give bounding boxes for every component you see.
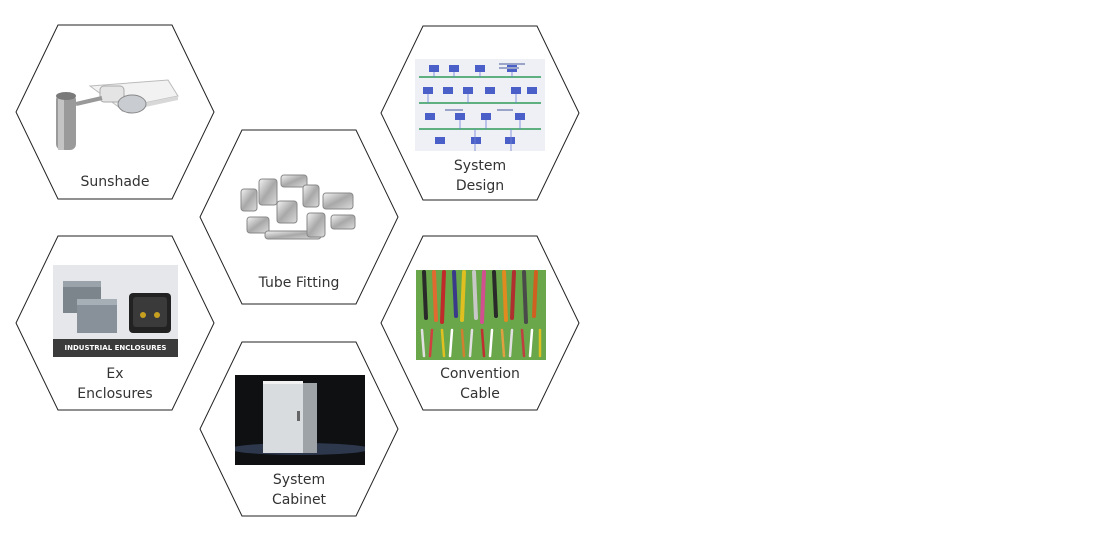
hex-tile-ex-enclosures[interactable]: INDUSTRIAL ENCLOSURES Ex Enclosures [15, 235, 215, 411]
tile-label-system-design: System Design [453, 158, 507, 194]
ex-enclosures-product-image [53, 265, 178, 357]
hex-tile-sunshade[interactable]: Sunshade [15, 24, 215, 200]
hex-tile-convention-cable[interactable]: Convention Cable [380, 235, 580, 411]
enclosures-banner-text: INDUSTRIAL ENCLOSURES [64, 344, 167, 352]
tile-label-sunshade: Sunshade [80, 174, 150, 190]
convention-cable-product-image [416, 270, 546, 360]
hexagon-outline [199, 129, 399, 305]
hex-tile-system-cabinet[interactable]: System Cabinet [199, 341, 399, 517]
tile-label-system-cabinet: System Cabinet [271, 472, 327, 508]
hex-tile-system-design[interactable]: System Design [380, 25, 580, 201]
system-design-diagram-image [415, 59, 545, 151]
sunshade-product-image [50, 64, 180, 154]
tile-label-convention-cable: Convention Cable [440, 366, 520, 402]
hex-tile-tube-fitting[interactable]: Tube Fitting [199, 129, 399, 305]
hexagon-outline [15, 24, 215, 200]
tube-fitting-product-image [237, 171, 361, 255]
tile-label-ex-enclosures: Ex Enclosures [77, 366, 153, 402]
system-cabinet-product-image [235, 375, 365, 465]
tile-label-tube-fitting: Tube Fitting [258, 275, 340, 291]
